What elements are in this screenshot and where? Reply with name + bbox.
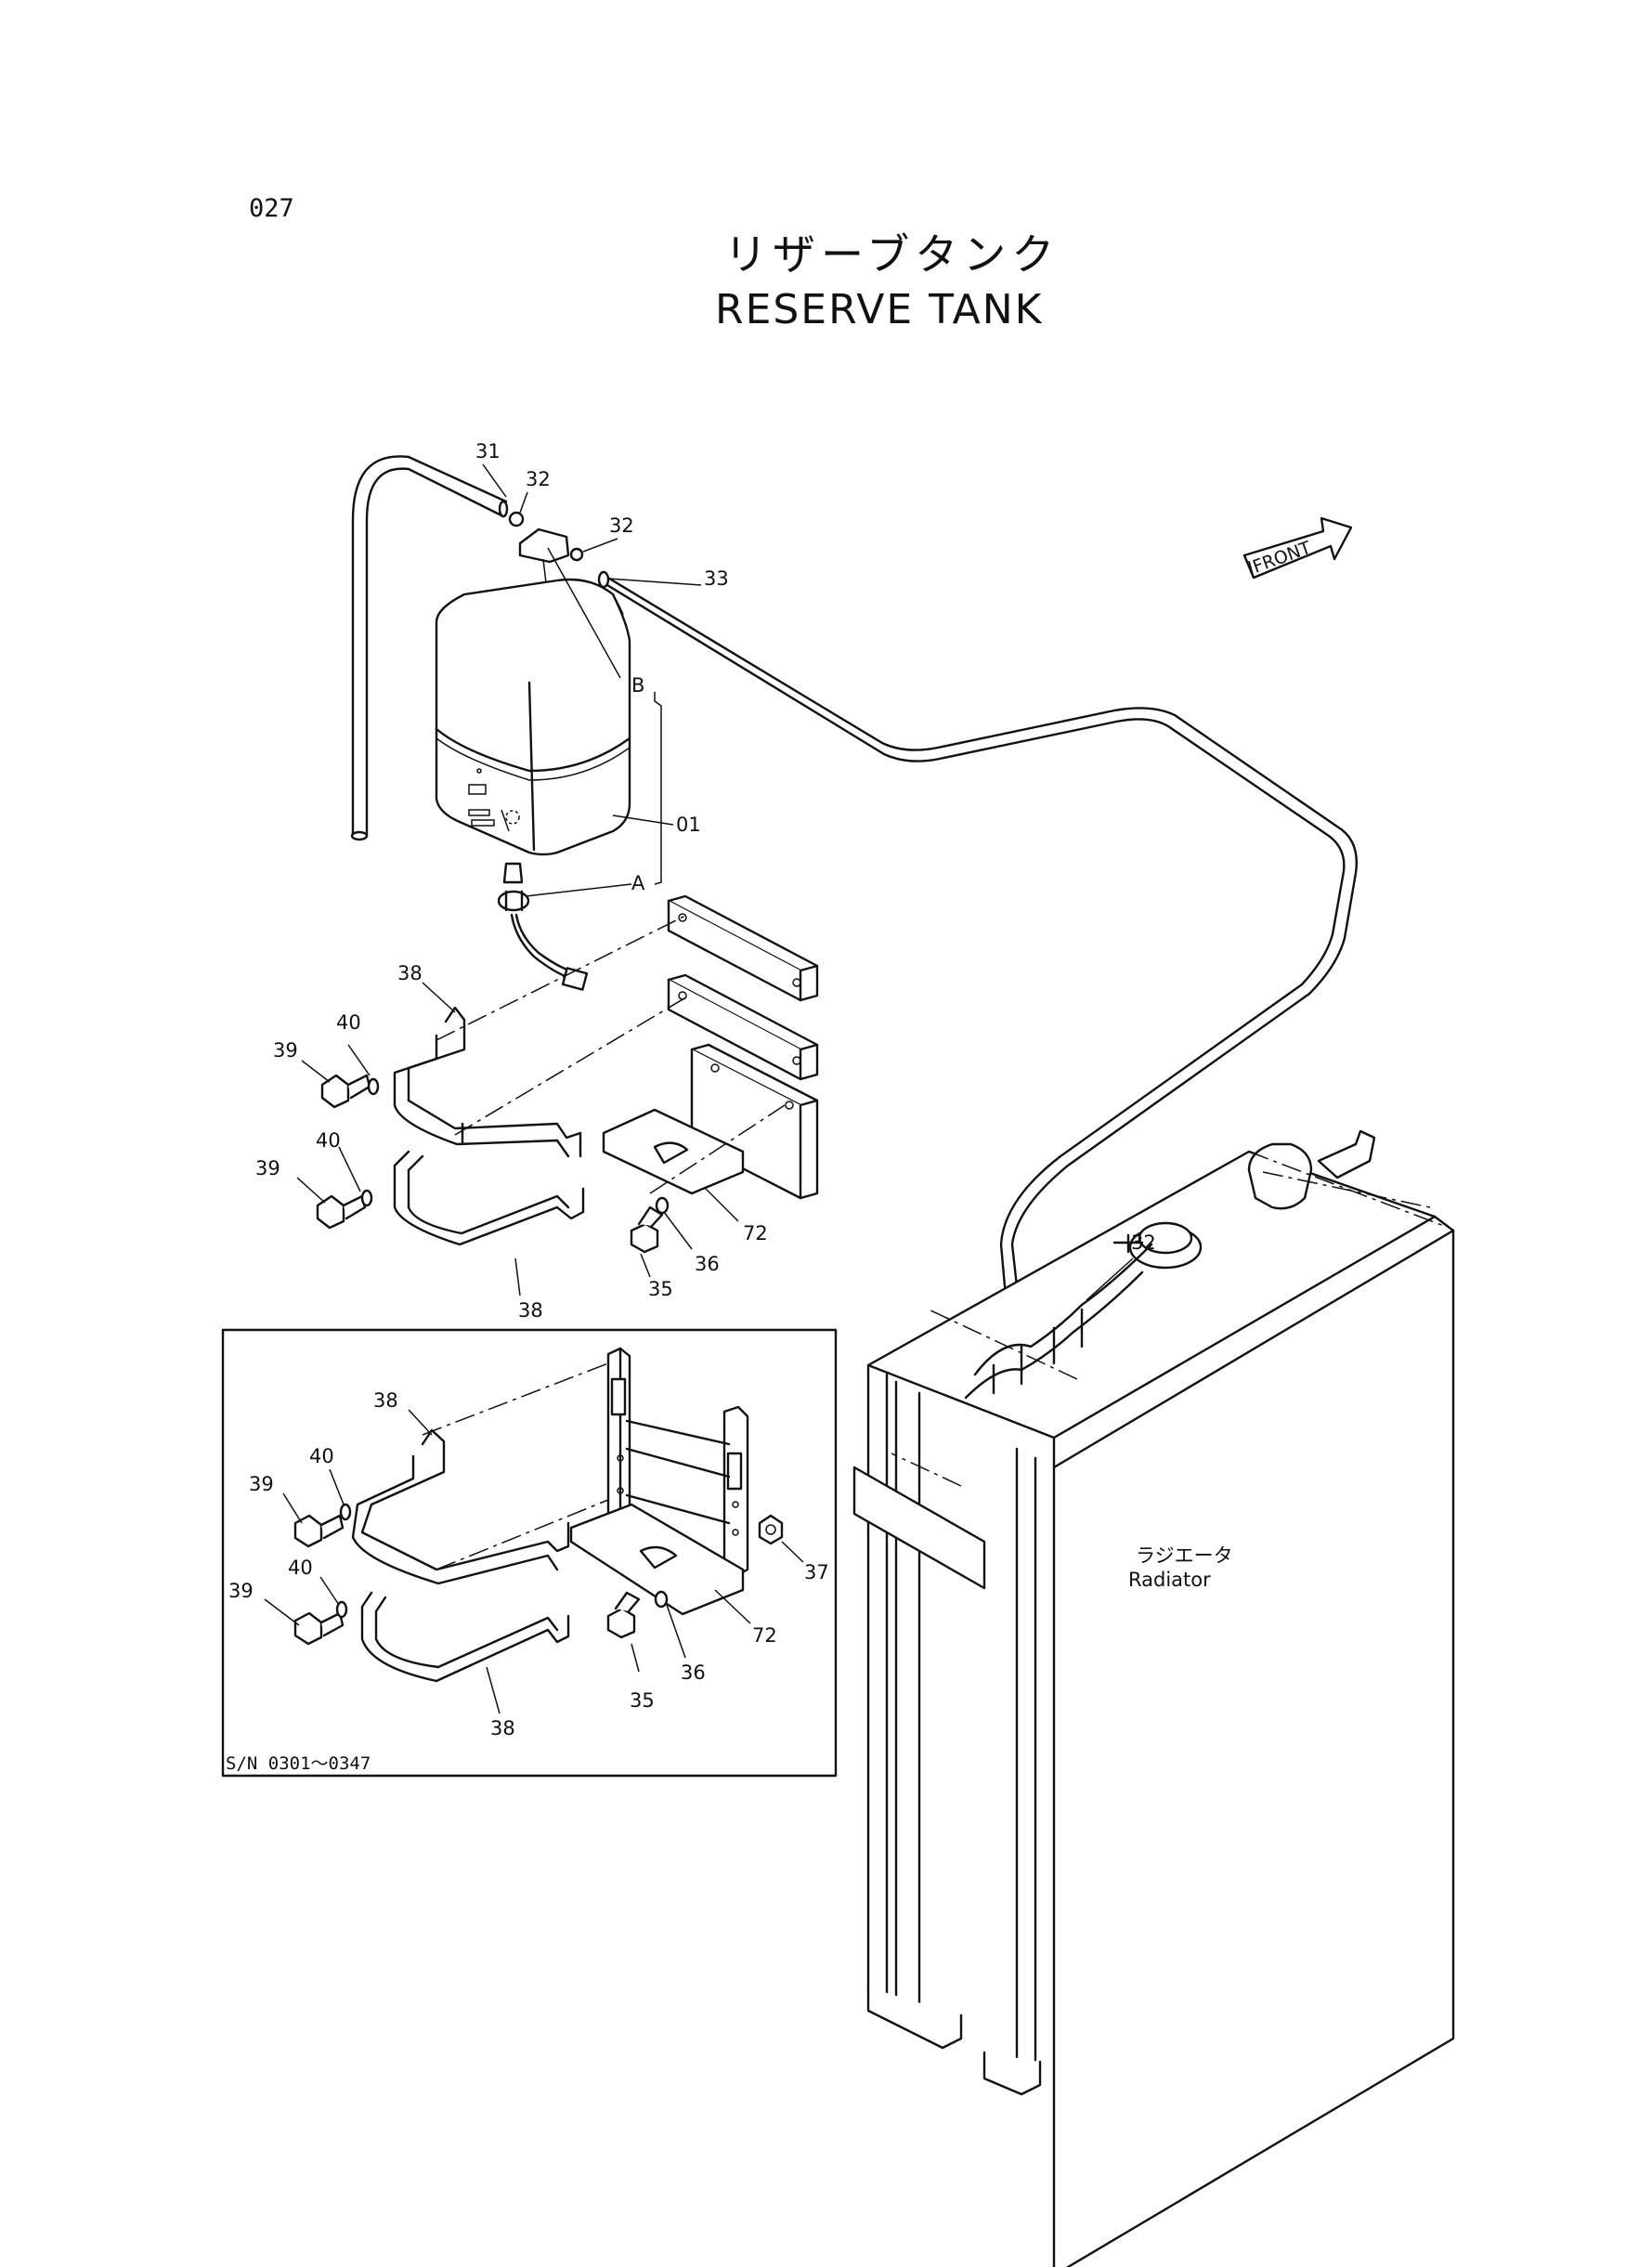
spacer-bars xyxy=(667,894,819,1200)
callout-39: 39 xyxy=(228,1580,254,1602)
callout-32: 32 xyxy=(1131,1231,1156,1254)
title-japanese: リザーブタンク xyxy=(724,229,1060,280)
front-arrow-icon: FRONT xyxy=(1242,516,1353,580)
callout-38: 38 xyxy=(397,962,423,984)
callout-39: 39 xyxy=(249,1473,274,1495)
callout-39: 39 xyxy=(255,1157,280,1179)
callout-72: 72 xyxy=(743,1222,768,1244)
reserve-tank xyxy=(435,528,631,991)
callout-38: 38 xyxy=(490,1717,515,1739)
mounting-plate xyxy=(602,1108,745,1195)
radiator xyxy=(852,1129,1455,2267)
callout-01: 01 xyxy=(676,814,701,836)
bolt xyxy=(316,1074,664,1254)
radiator-hose xyxy=(597,570,1358,1319)
callout-36: 36 xyxy=(681,1661,706,1684)
callout-33: 33 xyxy=(704,567,729,590)
callout-40: 40 xyxy=(316,1129,341,1152)
callout-40: 40 xyxy=(336,1011,361,1034)
radiator-label-japanese: ラジエータ xyxy=(1136,1544,1233,1567)
callout-32: 32 xyxy=(526,468,551,490)
callout-38: 38 xyxy=(518,1299,543,1322)
callout-a: A xyxy=(631,872,645,894)
washer xyxy=(360,1077,670,1215)
title-english: RESERVE TANK xyxy=(715,286,1043,333)
callout-40: 40 xyxy=(288,1557,313,1579)
callout-32: 32 xyxy=(609,515,634,537)
serial-inset xyxy=(221,1328,838,1778)
tank-strap xyxy=(393,1006,585,1246)
callout-40: 40 xyxy=(309,1445,334,1467)
callout-38: 38 xyxy=(373,1389,398,1412)
callout-35: 35 xyxy=(648,1278,673,1300)
callout-36: 36 xyxy=(695,1253,720,1275)
callout-35: 35 xyxy=(630,1689,655,1712)
radiator-label-english: Radiator xyxy=(1128,1569,1211,1591)
page-number: 027 xyxy=(249,194,294,223)
callout-b: B xyxy=(631,674,644,697)
overflow-hose xyxy=(350,455,509,841)
inset-serial-label: S/N 0301～0347 xyxy=(226,1753,371,1774)
callout-39: 39 xyxy=(273,1039,298,1062)
callout-37: 37 xyxy=(804,1561,829,1583)
callout-31: 31 xyxy=(475,440,501,463)
callout-72: 72 xyxy=(752,1624,777,1647)
